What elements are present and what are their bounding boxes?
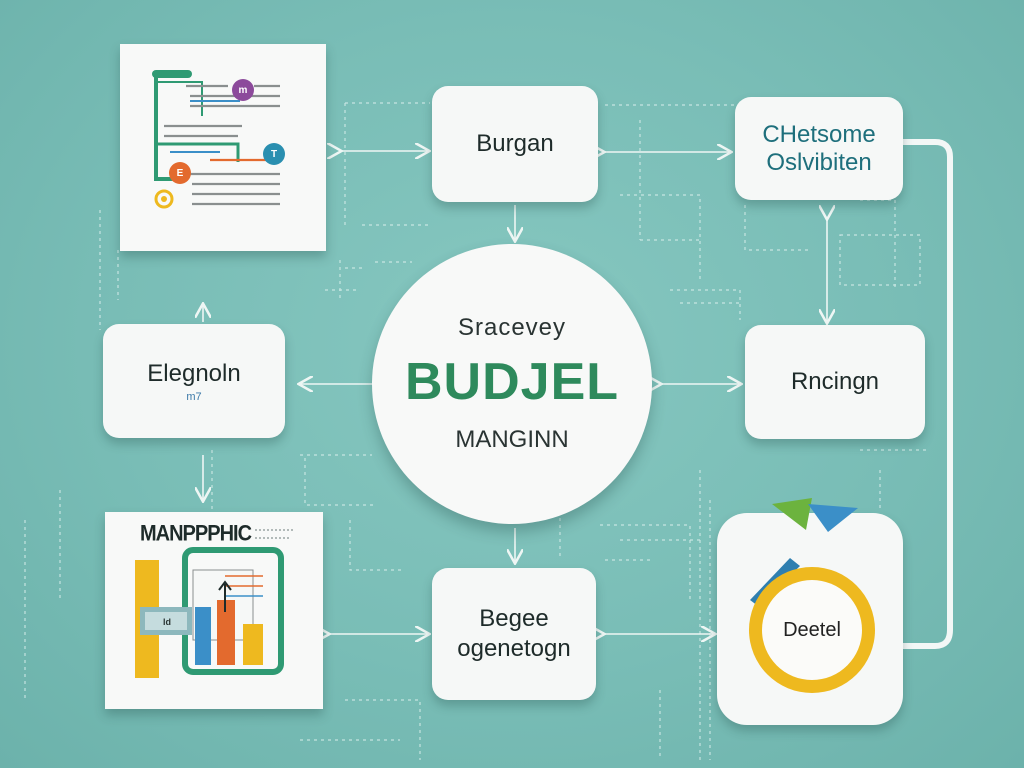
document-illustration <box>152 70 280 209</box>
bar-graphic-panel: ld <box>105 512 323 709</box>
doc-marker-orange: E <box>169 162 191 184</box>
bar-panel-title: MANPPPHIC <box>140 521 252 547</box>
node-deetel-label: Deetel <box>762 580 862 680</box>
node-chetsome[interactable]: CHetsome Oslvibiten <box>735 97 903 200</box>
node-rncingn-label: Rncingn <box>790 368 880 395</box>
dashed-grid <box>24 102 930 760</box>
hub-kicker: Sracevey <box>457 314 567 341</box>
node-begee[interactable]: Begee ogenetogn <box>432 568 596 700</box>
node-burgan[interactable]: Burgan <box>432 86 598 202</box>
node-chetsome-label-line2: Oslvibiten <box>766 148 872 176</box>
right-bracket <box>903 139 953 649</box>
bar-illustration <box>135 529 295 678</box>
node-elegnoln-sublabel: m7 <box>186 391 202 403</box>
bar-panel-tag: ld <box>163 617 171 627</box>
flag-icon <box>772 498 858 532</box>
node-burgan-label: Burgan <box>476 130 554 157</box>
node-begee-label-line2: ogenetogn <box>457 635 571 662</box>
node-begee-label-line1: Begee <box>479 605 549 632</box>
doc-marker-purple: m <box>232 79 254 101</box>
node-chetsome-label-line1: CHetsome <box>762 120 876 148</box>
node-rncingn[interactable]: Rncingn <box>745 325 925 439</box>
hub-subtitle: MANGINN <box>455 426 569 453</box>
document-panel: m T E <box>120 44 326 251</box>
hub-title: BUDJEL <box>404 353 620 411</box>
central-hub[interactable]: Sracevey BUDJEL MANGINN <box>372 244 652 524</box>
node-elegnoln-label: Elegnoln <box>147 360 241 387</box>
node-elegnoln[interactable]: Elegnoln m7 <box>103 324 285 438</box>
doc-marker-teal: T <box>263 143 285 165</box>
node-deetel-ring[interactable]: Deetel <box>749 567 875 693</box>
